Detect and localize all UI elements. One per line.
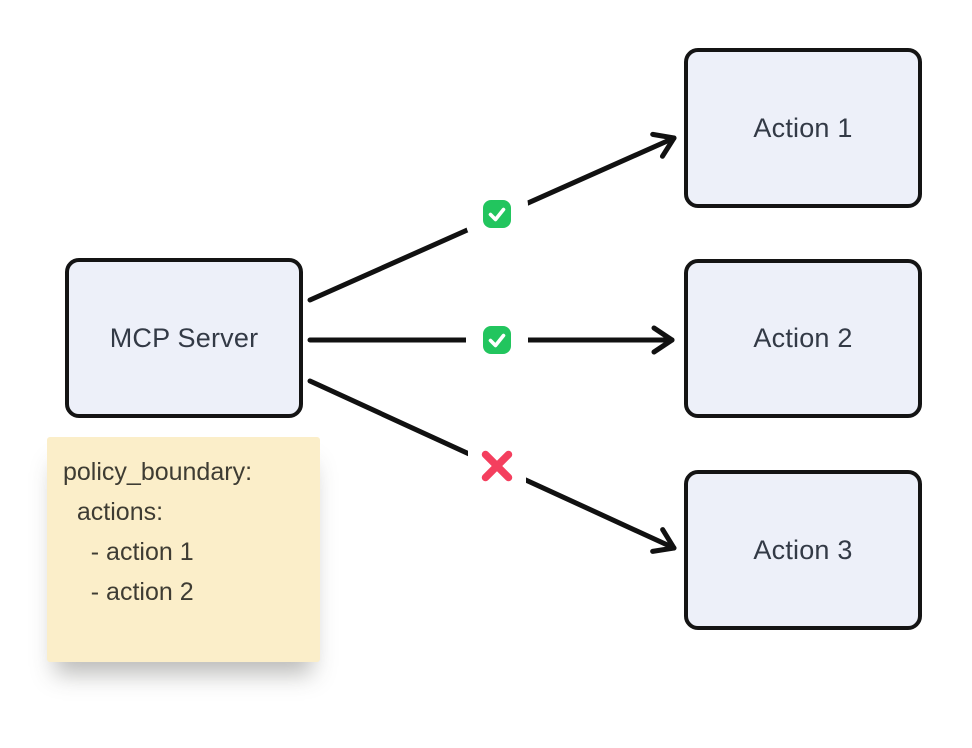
action-node-2: Action 2 bbox=[684, 259, 922, 418]
action-node-1: Action 1 bbox=[684, 48, 922, 208]
mcp-server-node: MCP Server bbox=[65, 258, 303, 418]
check-icon bbox=[483, 326, 511, 354]
note-line: actions: bbox=[63, 498, 164, 526]
note-line: - action 2 bbox=[63, 578, 194, 606]
action-node-3: Action 3 bbox=[684, 470, 922, 630]
cross-icon bbox=[468, 437, 526, 495]
mcp-server-label: MCP Server bbox=[109, 322, 259, 353]
check-icon bbox=[483, 200, 511, 228]
note-line: policy_boundary: bbox=[63, 458, 253, 486]
action-2-label: Action 2 bbox=[753, 323, 853, 353]
note-line: - action 1 bbox=[63, 538, 194, 566]
policy-note: policy_boundary: actions: - action 1 - a… bbox=[47, 437, 320, 662]
action-1-label: Action 1 bbox=[753, 112, 853, 143]
action-3-label: Action 3 bbox=[753, 534, 853, 565]
